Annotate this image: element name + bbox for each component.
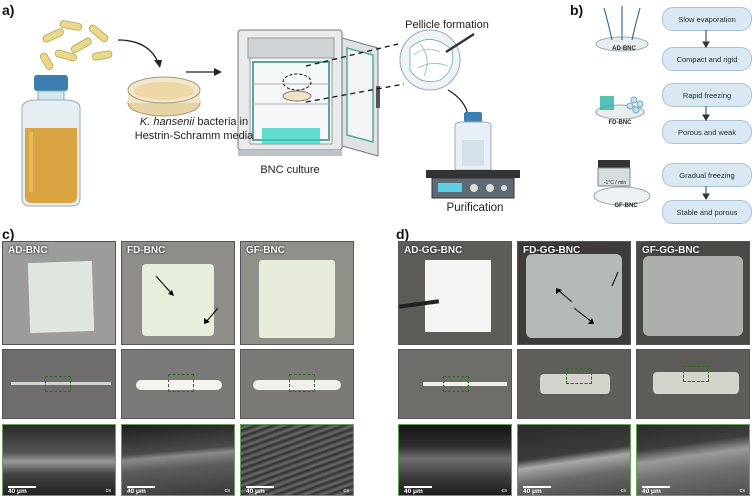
- side-c-ad: [2, 349, 116, 419]
- side-d-fd: [517, 349, 631, 419]
- photo-d-gf: GF-GG-BNC: [636, 241, 750, 345]
- sem-c-fd: 40 μm cs: [121, 424, 235, 496]
- bacteria-caption-rest: bacteria in: [194, 116, 249, 128]
- step-slow-evaporation: Slow evaporation: [662, 7, 752, 31]
- sem-d-ad: 40 μm cs: [398, 424, 512, 496]
- label-c-fd: FD-BNC: [127, 245, 166, 256]
- gf-container-icon: [593, 160, 651, 206]
- side-c-fd: [121, 349, 235, 419]
- photo-d-fd: FD-GG-BNC: [517, 241, 631, 345]
- step-rapid-freezing: Rapid freezing: [662, 83, 752, 107]
- panel-a-illustration: [21, 20, 520, 207]
- sem-c-gf-scale: 40 μm: [246, 488, 265, 495]
- sem-c-fd-scale: 40 μm: [127, 488, 146, 495]
- panel-b-illustration: [593, 6, 651, 206]
- step-compact-rigid: Compact and rigid: [662, 47, 752, 71]
- panel-b-arrows: [702, 30, 710, 200]
- panel-label-d: d): [396, 226, 410, 242]
- culture-bottle-icon: [21, 75, 81, 207]
- sem-c-fd-tag: cs: [224, 488, 231, 494]
- sem-c-gf-tag: cs: [343, 488, 350, 494]
- sem-c-ad-tag: cs: [105, 488, 112, 494]
- pellicle-beaker-icon: [399, 29, 475, 91]
- panel-label-c: c): [2, 226, 15, 242]
- purification-caption: Purification: [446, 202, 504, 214]
- sem-d-ad-scale: 40 μm: [404, 488, 423, 495]
- ad-dish-icon: [595, 6, 649, 52]
- label-d-fd: FD-GG-BNC: [523, 245, 581, 256]
- side-d-gf: [636, 349, 750, 419]
- fd-dish-icon: [595, 96, 645, 120]
- step-porous-weak: Porous and weak: [662, 120, 752, 144]
- culture-caption: BNC culture: [260, 164, 320, 176]
- b-gf-rate: -1°C / min: [603, 180, 627, 186]
- side-c-gf: [240, 349, 354, 419]
- label-d-ad: AD-GG-BNC: [404, 245, 463, 256]
- photo-c-gf: GF-BNC: [240, 241, 354, 345]
- photo-c-ad: AD-BNC: [2, 241, 116, 345]
- incubator-icon: [237, 29, 380, 157]
- sem-d-gf-tag: cs: [739, 488, 746, 494]
- pellicle-caption: Pellicle formation: [405, 19, 489, 31]
- sem-d-fd: 40 μm cs: [517, 424, 631, 496]
- b-sample-gf: GF-BNC: [614, 203, 638, 209]
- side-d-ad: [398, 349, 512, 419]
- bacteria-icon: [39, 20, 113, 70]
- sem-c-ad: 40 μm cs: [2, 424, 116, 496]
- sem-d-fd-tag: cs: [620, 488, 627, 494]
- sem-d-gf: 40 μm cs: [636, 424, 750, 496]
- sem-d-gf-scale: 40 μm: [642, 488, 661, 495]
- panel-label-b: b): [570, 2, 584, 18]
- step-gradual-freezing: Gradual freezing: [662, 163, 752, 187]
- media-caption: Hestrin-Schramm media: [134, 130, 254, 142]
- bacteria-species: K. hansenii: [139, 116, 195, 128]
- sem-d-fd-scale: 40 μm: [523, 488, 542, 495]
- panel-label-a: a): [2, 2, 15, 18]
- label-d-gf: GF-GG-BNC: [642, 245, 700, 256]
- sem-c-ad-scale: 40 μm: [8, 488, 27, 495]
- b-sample-ad: AD-BNC: [612, 46, 636, 52]
- photo-d-ad: AD-GG-BNC: [398, 241, 512, 345]
- b-sample-fd: FD-BNC: [608, 120, 632, 126]
- step-stable-porous: Stable and porous: [662, 200, 752, 224]
- photo-c-fd: FD-BNC: [121, 241, 235, 345]
- label-c-gf: GF-BNC: [246, 245, 285, 256]
- stirrer-bottle-icon: [426, 112, 520, 199]
- sem-d-ad-tag: cs: [501, 488, 508, 494]
- petri-dish-icon: [127, 76, 201, 117]
- sem-c-gf: 40 μm cs: [240, 424, 354, 496]
- label-c-ad: AD-BNC: [8, 245, 48, 256]
- bacteria-caption: K. hansenii bacteria in: [134, 116, 254, 129]
